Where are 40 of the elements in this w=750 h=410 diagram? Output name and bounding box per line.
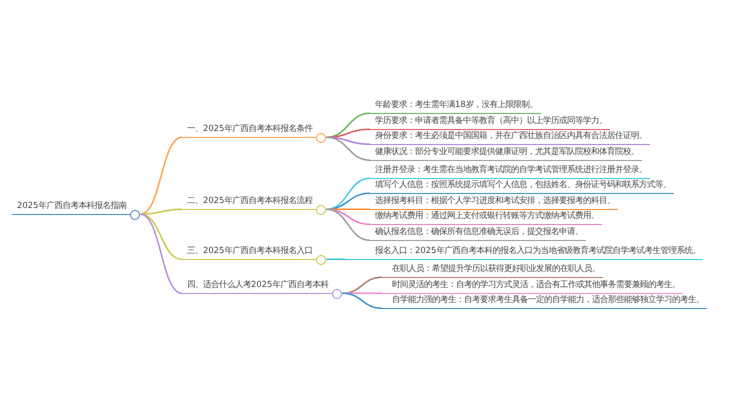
leaf-topic bbox=[370, 163, 650, 179]
leaf-topic bbox=[382, 293, 707, 309]
topic-text: 选择报考科目：根据个人学习进度和考试安排，选择要报考的科目。 bbox=[375, 195, 615, 205]
branch-line bbox=[342, 292, 382, 309]
topic-text: 缴纳考试费用：通过网上支付或银行转账等方式缴纳考试费用。 bbox=[375, 210, 599, 220]
leaf-topic bbox=[345, 244, 704, 260]
leaf-topic bbox=[370, 145, 642, 161]
branch-line bbox=[326, 208, 370, 241]
topic-text: 2025年广西自考本科报名指南 bbox=[17, 200, 126, 210]
leaf-topic bbox=[370, 98, 541, 114]
branch-line bbox=[140, 214, 182, 294]
topic-text: 确认报名信息：确保所有信息准确无误后，提交报名申请。 bbox=[375, 226, 583, 236]
branch-line bbox=[140, 214, 182, 260]
topic-text: 一、2025年广西自考本科报名条件 bbox=[187, 123, 312, 133]
leaf-topic bbox=[382, 262, 603, 278]
leaf-topic bbox=[370, 114, 610, 130]
topic-text: 报名入口：2025年广西自考本科的报名入口为当地省级教育考试院自学考试考生管理系统。 bbox=[375, 245, 700, 255]
topic-text: 时间灵活的考生：自考的学习方式灵活，适合有工作或其他事务需要兼顾的考生。 bbox=[392, 279, 680, 289]
topic-text: 身份要求：考生必须是中国国籍，并在广西壮族自治区内具有合法居住证明。 bbox=[375, 130, 647, 140]
branch-line bbox=[326, 178, 370, 210]
leaf-topic bbox=[370, 194, 618, 210]
topic-text: 年龄要求：考生需年满18岁，没有上限限制。 bbox=[375, 99, 538, 109]
leaf-topic bbox=[370, 129, 650, 145]
topic-text: 学历要求：申请者需具备中等教育（高中）以上学历或同等学力。 bbox=[375, 115, 607, 125]
branch-line bbox=[140, 136, 182, 215]
leaf-topic bbox=[370, 209, 602, 225]
topic-text: 自学能力强的考生：自考要求考生具备一定的自学能力，适合那些能够独立学习的考生。 bbox=[392, 294, 704, 304]
topic-text: 四、适合什么人考2025年广西自考本科 bbox=[187, 279, 328, 289]
branch-line bbox=[326, 136, 370, 161]
topic-text: 填写个人信息：按照系统提示填写个人信息，包括姓名、身份证号码和联系方式等。 bbox=[375, 179, 671, 189]
topic-text: 注册并登录：考生需在当地教育考试院的自学考试管理系统进行注册并登录。 bbox=[375, 164, 647, 174]
leaf-topic bbox=[370, 225, 586, 241]
topic-text: 三、2025年广西自考本科报名入口 bbox=[187, 245, 312, 255]
topic-text: 健康状况：部分专业可能要求提供健康证明，尤其是军队院校和体育院校。 bbox=[375, 146, 639, 156]
topic-text: 二、2025年广西自考本科报名流程 bbox=[187, 195, 312, 205]
leaf-topic bbox=[370, 178, 674, 194]
branch-line bbox=[140, 208, 182, 215]
leaf-topic bbox=[382, 278, 683, 294]
branch-line bbox=[326, 258, 345, 260]
topic-text: 在职人员：希望提升学历以获得更好职业发展的在职人员。 bbox=[392, 263, 600, 273]
